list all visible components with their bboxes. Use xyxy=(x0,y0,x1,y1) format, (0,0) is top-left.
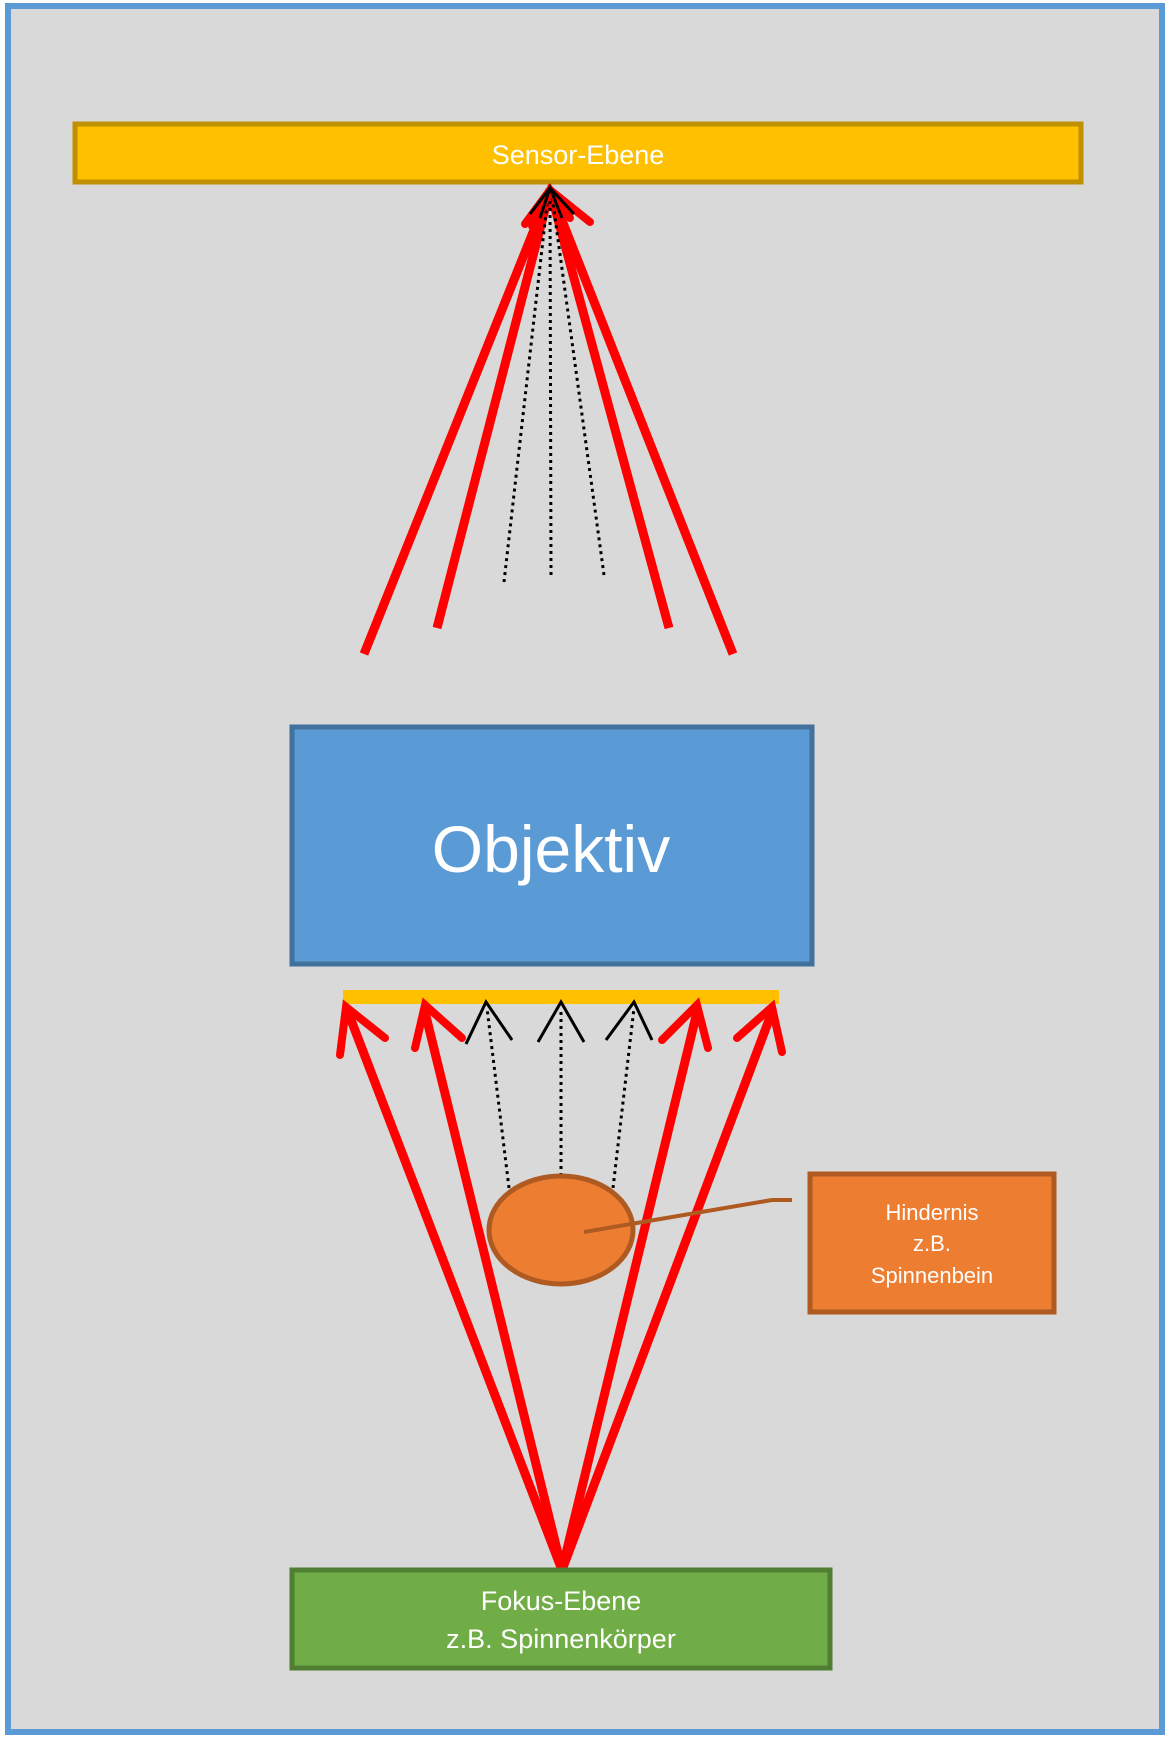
ray-to-sensor-3 xyxy=(545,188,674,630)
lens-entry-bar xyxy=(343,990,779,1004)
lens-arrowhead-red-4 xyxy=(733,999,786,1056)
blocked-rays-to-sensor xyxy=(502,195,606,583)
blocked-rays-from-obstacle xyxy=(485,1007,636,1189)
blocked-ray-from-obstacle-1 xyxy=(485,1007,511,1189)
rays-from-focus xyxy=(343,1010,777,1572)
ray-from-focus-4 xyxy=(557,1010,777,1572)
lens-arrowhead-black-2 xyxy=(536,998,586,1043)
lens-arrowheads-red xyxy=(336,997,786,1059)
obstacle-label-line3: Spinnenbein xyxy=(871,1263,993,1288)
focus-plane-box xyxy=(289,1567,833,1671)
ray-from-focus-1 xyxy=(343,1010,567,1572)
sensor-arrowheads-black xyxy=(528,183,576,219)
obstacle-connector-line xyxy=(583,1198,792,1234)
obstacle-label-line2: z.B. xyxy=(913,1231,951,1256)
ray-to-sensor-2 xyxy=(432,188,555,630)
blocked-ray-to-sensor-1 xyxy=(502,195,550,583)
blocked-ray-to-sensor-2 xyxy=(548,195,553,576)
lens-arrowhead-red-3 xyxy=(658,997,712,1052)
focus-plane-label-line2: z.B. Spinnenkörper xyxy=(446,1624,676,1654)
lens-arrowhead-black-3 xyxy=(604,999,654,1041)
lens-arrowhead-black-1 xyxy=(464,999,514,1045)
rays-to-sensor xyxy=(359,188,738,656)
lens-box xyxy=(289,724,815,967)
blocked-ray-from-obstacle-3 xyxy=(611,1007,636,1189)
blocked-ray-to-sensor-3 xyxy=(550,195,606,576)
sensor-arrowhead-black-2 xyxy=(538,183,564,219)
focus-plane-label-line1: Fokus-Ebene xyxy=(481,1586,642,1616)
sensor-plane-box xyxy=(72,121,1084,185)
obstacle-ellipse xyxy=(486,1173,636,1287)
ray-to-sensor-4 xyxy=(545,188,738,656)
obstacle-label-line1: Hindernis xyxy=(886,1200,979,1225)
obstacle-label-box xyxy=(807,1171,1057,1315)
lens-label: Objektiv xyxy=(432,812,670,886)
ray-from-focus-3 xyxy=(557,1010,702,1572)
lens-arrowheads-black xyxy=(464,998,654,1045)
ray-from-focus-2 xyxy=(420,1010,567,1572)
lens-arrowhead-red-1 xyxy=(336,999,389,1059)
sensor-plane-label: Sensor-Ebene xyxy=(492,140,665,170)
lens-arrowhead-red-2 xyxy=(411,997,466,1052)
ray-to-sensor-1 xyxy=(359,188,555,656)
